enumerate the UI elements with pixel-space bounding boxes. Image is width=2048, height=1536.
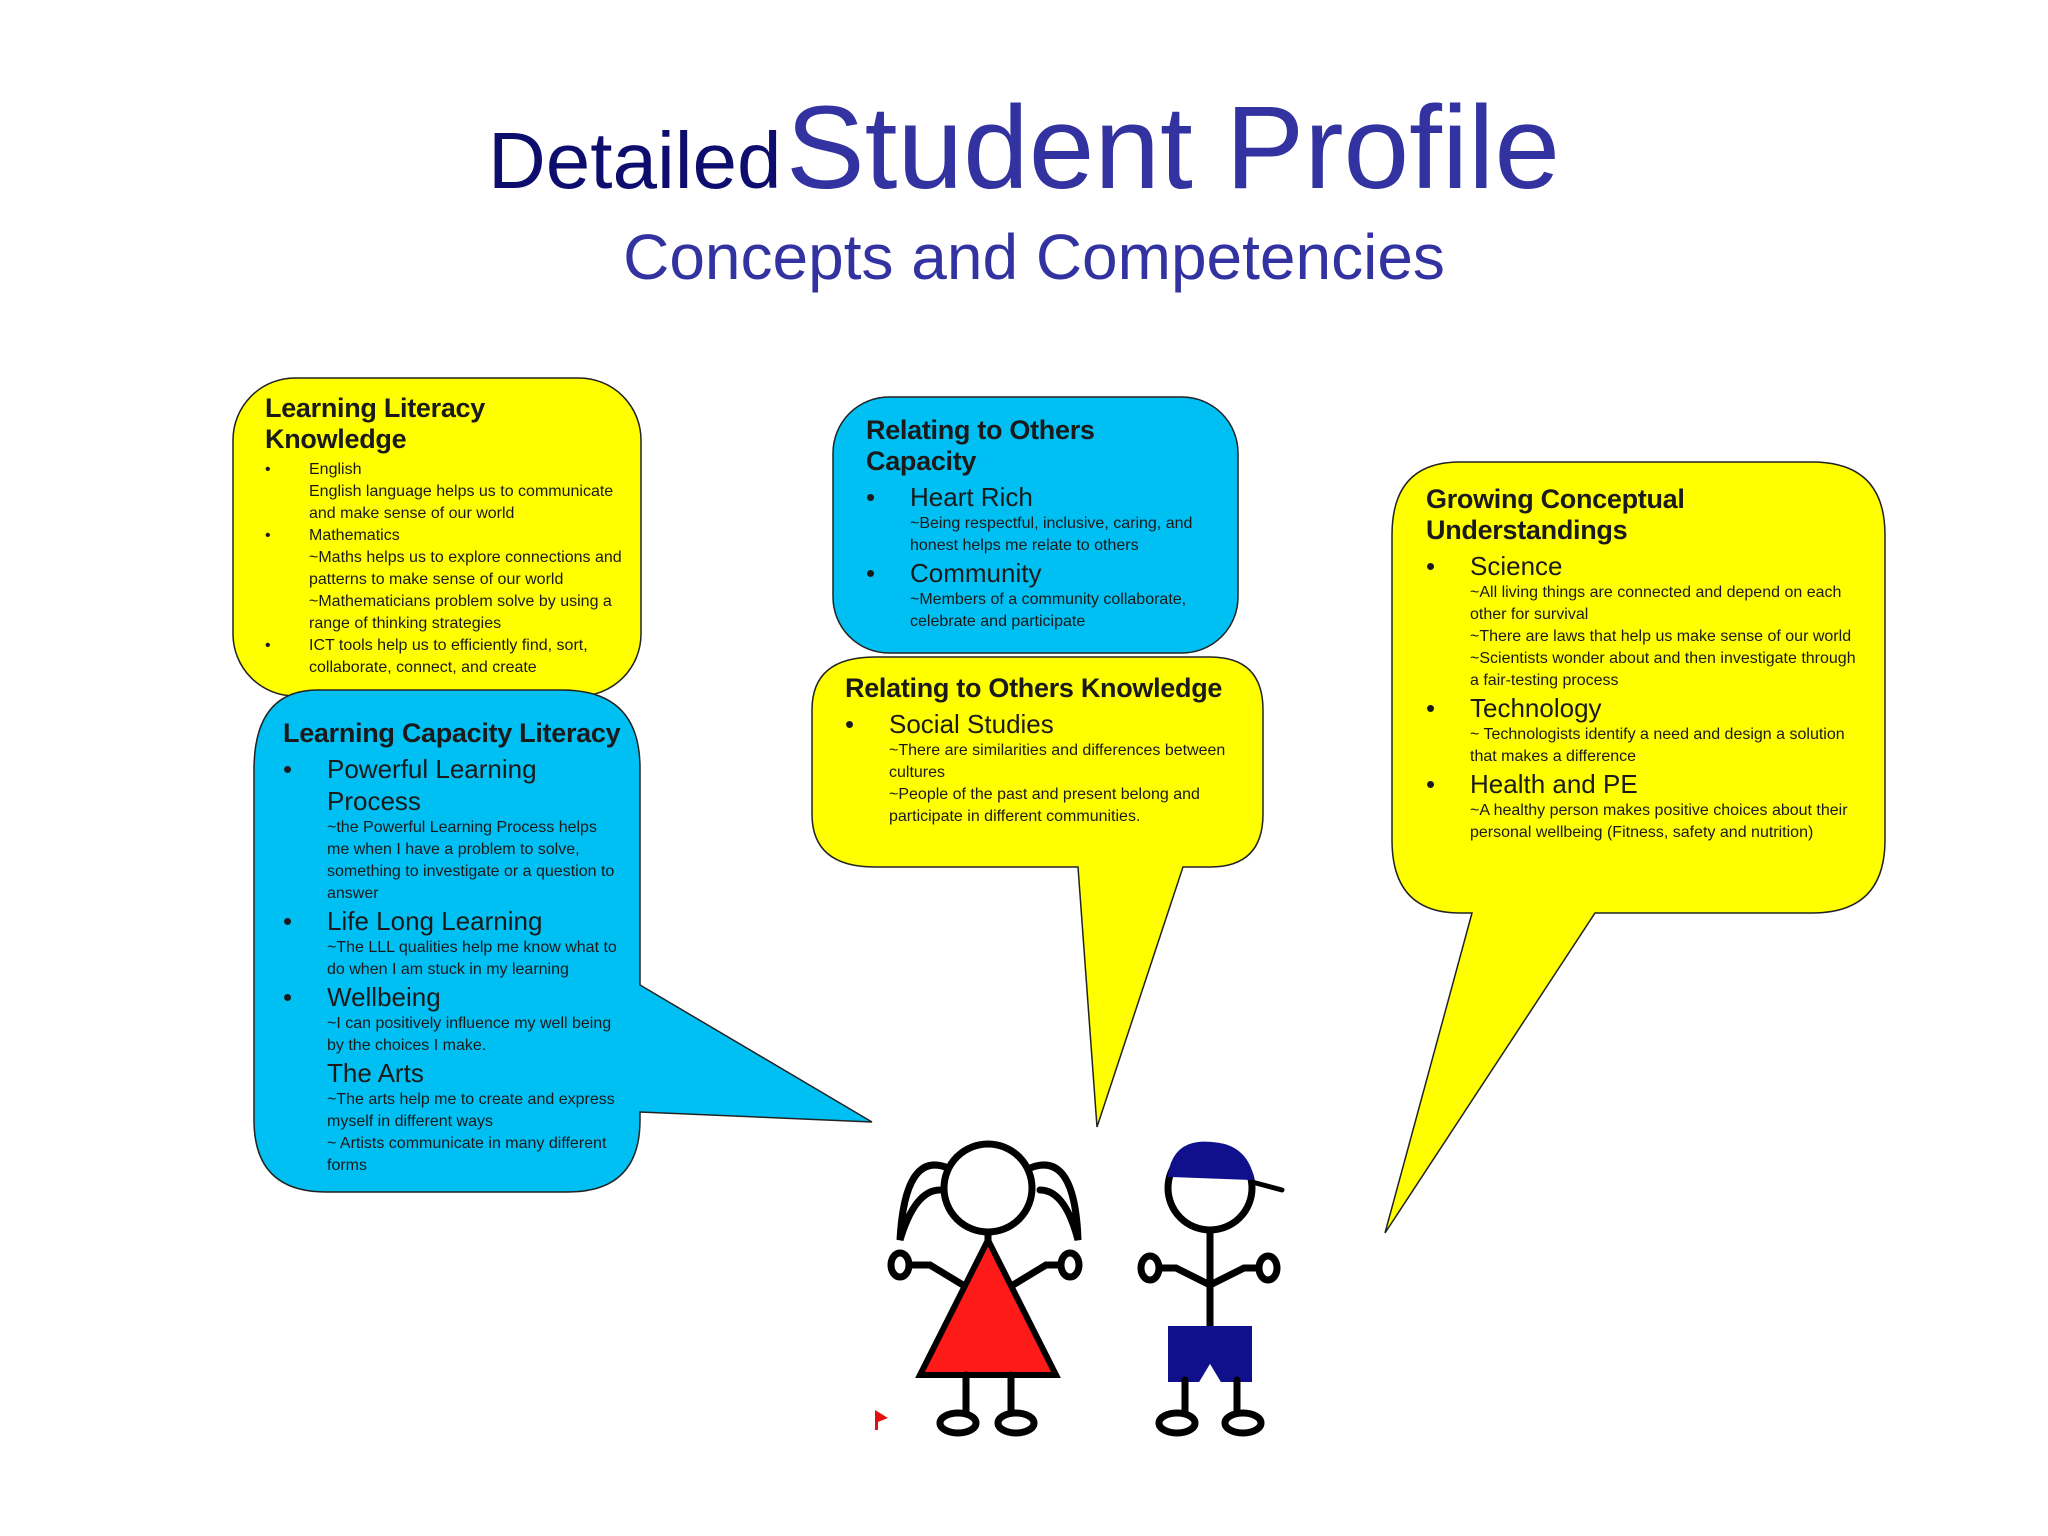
list-item: • English English language helps us to c… [265,459,625,525]
boy-right-arm [1206,1264,1266,1289]
item-label: ICT tools help us to efficiently find, s… [309,637,588,676]
red-marker [875,1410,888,1430]
item-label: Social Studies [889,709,1054,739]
girl-left-arm [902,1261,967,1289]
item-label: Science [1470,551,1563,581]
relating-knowledge-title: Relating to Others Knowledge [845,673,1223,703]
item-label: Technology [1470,693,1602,723]
girl-right-pigtail [1026,1161,1082,1241]
item-label: The Arts [327,1058,424,1088]
relating-capacity-box: Relating to Others Capacity • Heart Rich… [866,415,1206,633]
learning-literacy-title: Learning Literacy Knowledge [265,393,485,454]
item-note: ~I can positively influence my well bein… [327,1015,612,1054]
bullet-icon: • [1426,551,1436,581]
boy-right-hand [1255,1252,1281,1284]
girl-figure [887,1140,1083,1437]
item-label: English [309,461,362,478]
learning-capacity-title: Learning Capacity Literacy [283,718,621,748]
item-note: English language helps us to communicate… [309,483,614,522]
item-note: ~Maths helps us to explore connections a… [309,549,622,588]
girl-left-foot [936,1409,980,1437]
list-item: • Wellbeing ~I can positively influence … [283,981,623,1057]
list-item: • ICT tools help us to efficiently find,… [265,635,625,679]
girl-left-pigtail [896,1161,952,1242]
item-note: ~There are similarities and differences … [889,742,1226,781]
bullet-icon: • [866,482,876,512]
item-label: Mathematics [309,527,400,544]
girl-left-hand [887,1249,913,1281]
item-note: ~The LLL qualities help me know what to … [327,939,617,978]
item-note: ~All living things are connected and dep… [1470,584,1842,623]
item-note: ~ Artists communicate in many different … [327,1135,607,1174]
bullet-icon: • [283,906,293,936]
item-note: ~A healthy person makes positive choices… [1470,802,1848,841]
relating-knowledge-bubble [811,656,1264,1128]
relating-knowledge-box: Relating to Others Knowledge • Social St… [845,673,1230,828]
bullet-icon: • [866,558,876,588]
title-detailed: Detailed [488,116,782,205]
item-note: ~ Technologists identify a need and desi… [1470,726,1845,765]
girl-dress [915,1233,1061,1378]
boy-shorts [1168,1326,1252,1382]
bullet-icon: • [265,461,271,478]
item-note: ~Members of a community collaborate, cel… [910,591,1187,630]
item-note: ~The arts help me to create and express … [327,1091,615,1130]
bullet-icon: • [845,709,855,739]
bullet-icon: • [265,637,271,654]
girl-head [940,1140,1036,1236]
list-item: • Heart Rich ~Being respectful, inclusiv… [866,481,1206,557]
list-item: • Powerful Learning Process ~the Powerfu… [283,753,623,905]
learning-capacity-bubble [253,689,873,1193]
boy-right-foot [1221,1409,1265,1437]
item-label: Health and PE [1470,769,1638,799]
list-item: The Arts ~The arts help me to create and… [283,1057,623,1177]
boy-left-foot [1155,1409,1199,1437]
boy-cap [1167,1141,1255,1181]
growing-conceptual-title: Growing Conceptual Understandings [1426,484,1685,545]
item-label: Heart Rich [910,482,1033,512]
growing-conceptual-bubble [1384,461,1886,1234]
list-item: • Science ~All living things are connect… [1426,550,1856,692]
item-note: ~Scientists wonder about and then invest… [1470,650,1856,689]
item-note: ~There are laws that help us make sense … [1470,628,1852,645]
bullet-icon: • [265,527,271,544]
slide-subtitle: Concepts and Competencies [623,221,1445,293]
item-label: Community [910,558,1042,588]
title-student-profile: Student Profile [785,82,1560,214]
item-note: ~Being respectful, inclusive, caring, an… [910,515,1193,554]
boy-figure [1137,1141,1285,1437]
boy-cap-brim [1249,1179,1285,1193]
relating-capacity-title: Relating to Others Capacity [866,415,1095,476]
item-label: Wellbeing [327,982,441,1012]
item-note: ~the Powerful Learning Process helps me … [327,819,615,902]
list-item: • Health and PE ~A healthy person makes … [1426,768,1856,844]
list-item: • Mathematics ~Maths helps us to explore… [265,525,625,635]
learning-capacity-box: Learning Capacity Literacy • Powerful Le… [283,718,623,1177]
bullet-icon: • [283,754,293,784]
slide-title: Detailed Student Profile [0,80,2048,216]
list-item: • Technology ~ Technologists identify a … [1426,692,1856,768]
bullet-icon: • [283,982,293,1012]
item-label: Life Long Learning [327,906,543,936]
item-label: Powerful Learning Process [327,754,537,816]
boy-left-arm [1152,1264,1214,1289]
girl-right-foot [994,1409,1038,1437]
item-note: ~People of the past and present belong a… [889,786,1200,825]
list-item: • Social Studies ~There are similarities… [845,708,1230,828]
boy-left-hand [1137,1252,1163,1284]
learning-literacy-box: Learning Literacy Knowledge • English En… [265,393,625,679]
list-item: • Community ~Members of a community coll… [866,557,1206,633]
item-note: ~Mathematicians problem solve by using a… [309,593,612,632]
bullet-icon: • [1426,769,1436,799]
relating-capacity-bubble [832,396,1239,654]
list-item: • Life Long Learning ~The LLL qualities … [283,905,623,981]
bullet-icon: • [1426,693,1436,723]
growing-conceptual-box: Growing Conceptual Understandings • Scie… [1426,484,1856,844]
girl-right-hand [1057,1249,1083,1281]
